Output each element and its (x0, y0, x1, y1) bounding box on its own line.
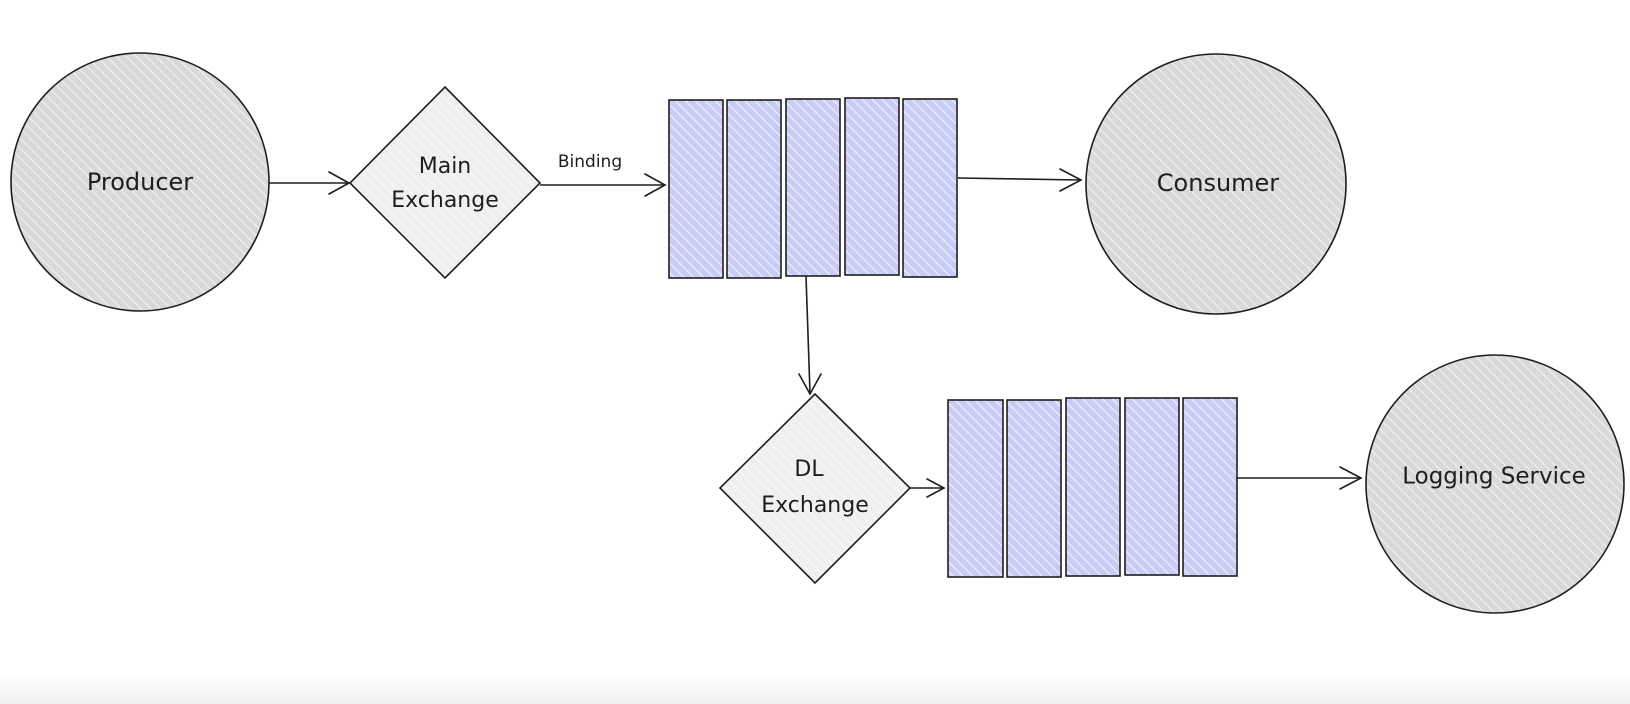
main-exchange-label-line2: Exchange (391, 188, 499, 213)
queue-segment-outline (1065, 397, 1121, 577)
logging-service-node[interactable]: Logging Service (1365, 354, 1625, 614)
dl-queue[interactable] (947, 397, 1238, 578)
queue-segment-outline (1124, 397, 1180, 576)
logging-service-label: Logging Service (1402, 464, 1586, 490)
main-queue[interactable] (668, 97, 958, 279)
producer-label: Producer (87, 168, 193, 196)
queue-segment-outline (902, 98, 958, 278)
edge-main-exchange-queue: Binding (540, 152, 667, 197)
dl-exchange-label-line2: Exchange (761, 493, 869, 518)
edge-producer-main-exchange (269, 171, 351, 195)
queue-segment-outline (1006, 399, 1062, 578)
logging-service-hatch (1365, 354, 1625, 614)
dl-exchange-label-line1: DL (794, 457, 824, 482)
queue-segment-outline (726, 99, 782, 279)
queue-segment-outline (785, 98, 841, 277)
arrow-head (1059, 168, 1083, 192)
arrow-head (798, 373, 822, 396)
edge-dl-queue-logging (1237, 466, 1363, 490)
arrow-head (1339, 466, 1363, 490)
producer-node[interactable]: Producer (10, 52, 270, 312)
dl-exchange-hatch (718, 392, 912, 585)
main-exchange-hatch (348, 85, 542, 280)
edge-dl-exchange-dl-queue (910, 478, 946, 498)
consumer-node[interactable]: Consumer (1085, 53, 1347, 315)
arrow-line (805, 275, 811, 394)
main-exchange-label-line1: Main (419, 154, 472, 179)
queue-segment-outline (1182, 397, 1238, 577)
edge-queue-dl-exchange (798, 275, 822, 396)
queue-segment-outline (844, 97, 900, 276)
producer-hatch (10, 52, 270, 312)
bottom-edge-fade (0, 672, 1630, 704)
binding-label: Binding (558, 152, 622, 172)
queue-segment-outline (668, 99, 724, 279)
main-exchange-node[interactable]: Main Exchange (348, 85, 542, 280)
consumer-label: Consumer (1157, 169, 1280, 197)
queue-segment-outline (947, 399, 1004, 578)
arrow-head (644, 173, 667, 197)
arrow-head (926, 478, 946, 498)
edge-queue-consumer (957, 168, 1083, 192)
dl-exchange-node[interactable]: DL Exchange (718, 392, 912, 585)
consumer-hatch (1085, 53, 1347, 315)
arrow-line (957, 177, 1081, 181)
